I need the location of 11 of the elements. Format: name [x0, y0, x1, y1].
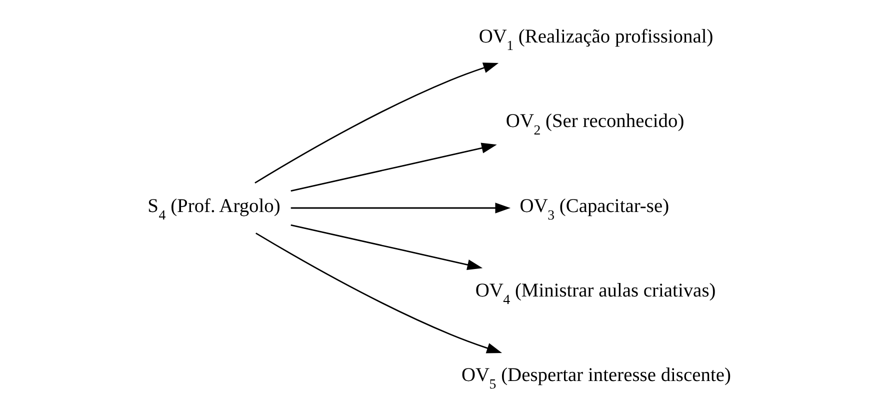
- arrow: [254, 62, 498, 184]
- arrow: [290, 142, 496, 192]
- node-text: OV$_{4}$ (Ministrar aulas criativas): [474, 280, 716, 308]
- node-text: S$_{4}$ (Prof. Argolo): [147, 196, 280, 224]
- node-text: OV$_{2}$ (Ser reconhecido): [505, 111, 684, 139]
- node-text: OV$_{5}$ (Despertar interesse discente): [460, 365, 730, 393]
- arrow: [290, 224, 482, 270]
- node-text: OV$_{3}$ (Capacitar-se): [519, 196, 669, 224]
- node-text: OV$_{1}$ (Realização profissional): [478, 26, 713, 54]
- arrow: [290, 202, 510, 214]
- arrow: [255, 232, 502, 354]
